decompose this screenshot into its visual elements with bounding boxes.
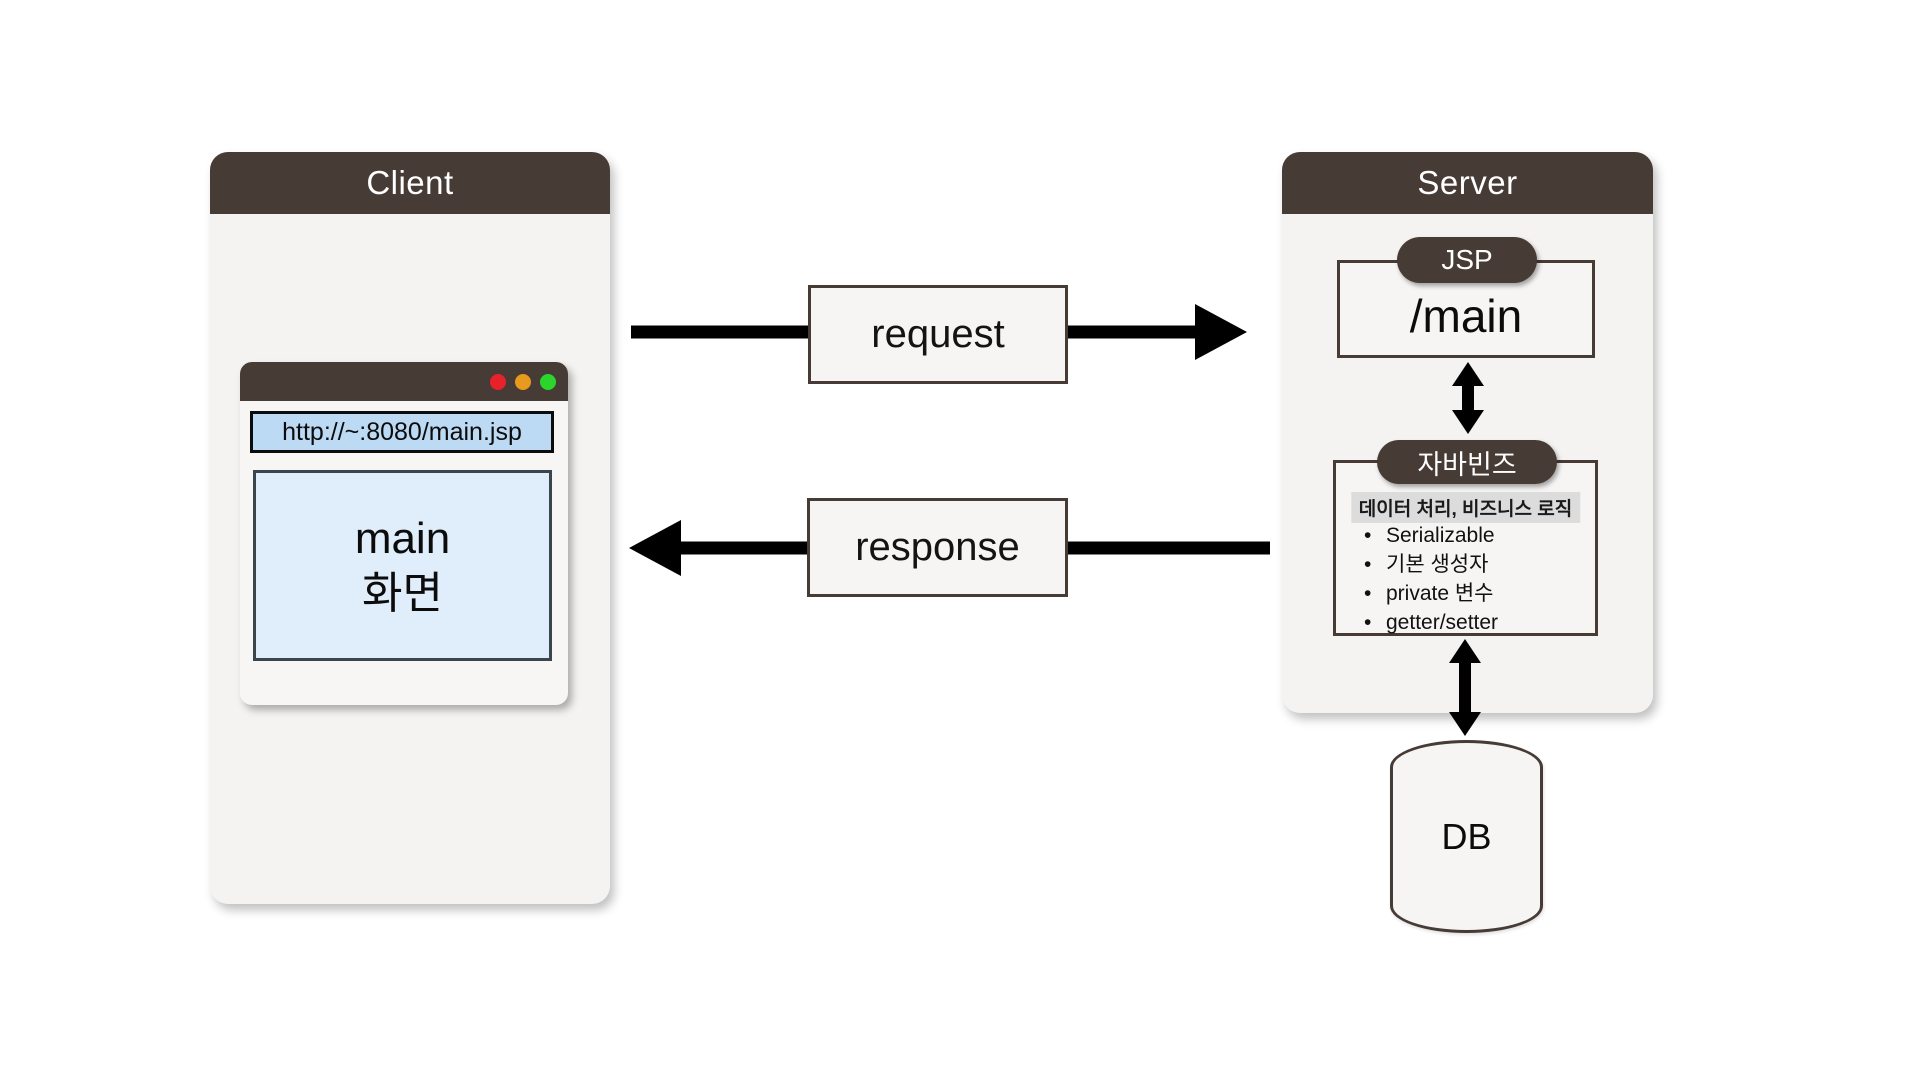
browser-window: http://~:8080/main.jsp main 화면 xyxy=(240,362,568,705)
db-cylinder: DB xyxy=(1390,740,1543,933)
client-panel: Client http://~:8080/main.jsp main 화면 xyxy=(210,152,610,904)
traffic-lights xyxy=(490,374,556,390)
list-item: 기본 생성자 xyxy=(1364,550,1498,579)
db-label: DB xyxy=(1441,815,1492,857)
response-label-box: response xyxy=(807,498,1068,597)
client-panel-header: Client xyxy=(210,152,610,214)
close-dot-icon xyxy=(490,374,506,390)
javabeans-feature-list: Serializable 기본 생성자 private 변수 getter/se… xyxy=(1364,521,1498,637)
javabeans-subtitle: 데이터 처리, 비즈니스 로직 xyxy=(1350,492,1581,523)
minimize-dot-icon xyxy=(515,374,531,390)
screen-line-2: 화면 xyxy=(362,568,443,618)
server-panel-header: Server xyxy=(1282,152,1653,214)
server-title: Server xyxy=(1417,164,1518,201)
response-label: response xyxy=(855,525,1020,569)
request-label-box: request xyxy=(808,285,1068,384)
jsp-badge: JSP xyxy=(1397,237,1537,283)
jsp-route-text: /main xyxy=(1409,290,1523,342)
jsp-badge-label: JSP xyxy=(1441,244,1493,275)
list-item: Serializable xyxy=(1364,521,1498,550)
javabeans-box: 데이터 처리, 비즈니스 로직 Serializable 기본 생성자 priv… xyxy=(1333,460,1598,637)
url-bar: http://~:8080/main.jsp xyxy=(250,411,554,453)
javabeans-badge: 자바빈즈 xyxy=(1377,440,1557,484)
request-label: request xyxy=(871,312,1005,356)
list-item: private 변수 xyxy=(1364,579,1498,608)
browser-screen: main 화면 xyxy=(253,470,552,661)
client-title: Client xyxy=(366,164,454,201)
screen-line-1: main xyxy=(354,513,451,563)
browser-titlebar xyxy=(240,362,568,401)
url-text: http://~:8080/main.jsp xyxy=(282,417,522,446)
javabeans-badge-label: 자바빈즈 xyxy=(1417,449,1517,480)
maximize-dot-icon xyxy=(540,374,556,390)
list-item: getter/setter xyxy=(1364,608,1498,637)
